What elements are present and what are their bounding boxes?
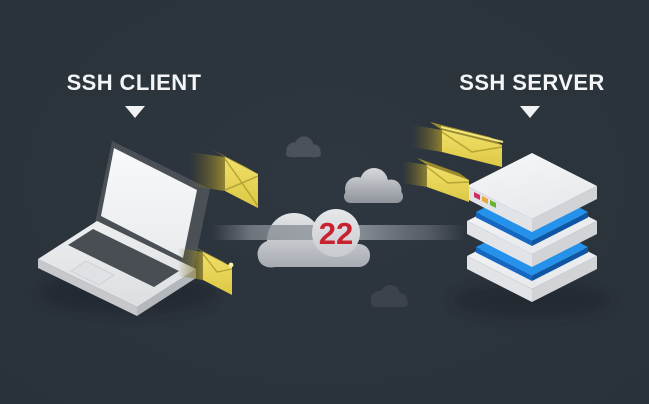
server-illustration bbox=[467, 153, 597, 302]
laptop-keyboard bbox=[68, 229, 179, 287]
packet-top-face bbox=[193, 246, 232, 267]
packet-trail bbox=[178, 248, 203, 280]
client-pointer-triangle-icon bbox=[125, 106, 145, 118]
small-dark-cloud-bottom-icon bbox=[371, 285, 408, 307]
packet-front-face bbox=[442, 130, 502, 167]
packet-trail bbox=[412, 125, 442, 152]
packet-flap-lines bbox=[441, 131, 503, 153]
laptop-screen bbox=[101, 148, 197, 258]
laptop-touchpad bbox=[70, 260, 115, 286]
packet-envelope-client-bottom-icon bbox=[178, 246, 234, 295]
packet-flap-lines bbox=[224, 158, 259, 207]
packet-top-face bbox=[213, 150, 258, 174]
laptop-base-side-right bbox=[137, 269, 196, 316]
port-number: 22 bbox=[319, 216, 353, 251]
packet-flap-lines bbox=[426, 166, 470, 184]
packet-highlight bbox=[228, 262, 234, 268]
server-label: SSH SERVER bbox=[459, 70, 605, 95]
packet-open-flap bbox=[440, 126, 504, 143]
laptop-base-side-left bbox=[38, 259, 137, 316]
packet-top-face bbox=[417, 158, 469, 180]
medium-cloud-icon bbox=[344, 168, 403, 203]
status-light-red bbox=[474, 192, 480, 200]
port-badge-circle bbox=[312, 209, 360, 257]
status-light-yellow bbox=[482, 196, 488, 204]
server-pointer-triangle-icon bbox=[520, 106, 540, 118]
packet-envelope-server-bottom-icon bbox=[402, 158, 470, 202]
small-dark-cloud-top-icon bbox=[286, 136, 321, 158]
packet-trail bbox=[402, 161, 427, 187]
status-light-green bbox=[490, 200, 496, 208]
packet-trail bbox=[190, 152, 225, 191]
laptop-illustration bbox=[38, 141, 210, 316]
client-label: SSH CLIENT bbox=[66, 70, 202, 95]
packet-flap-lines bbox=[202, 253, 233, 273]
packet-envelope-client-top-icon bbox=[190, 150, 259, 208]
packet-envelope-server-top-icon bbox=[412, 122, 504, 167]
